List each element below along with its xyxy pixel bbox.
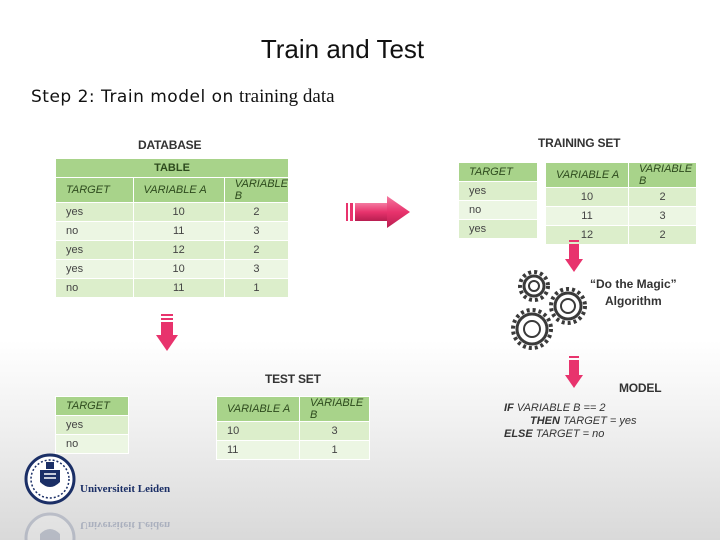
subtitle-step: Step 2: Train model on bbox=[31, 87, 234, 107]
arrow-down-icon bbox=[565, 240, 583, 272]
cell: no bbox=[55, 278, 134, 298]
table-row: no 11 3 bbox=[55, 221, 290, 241]
training-set-label: TRAINING SET bbox=[538, 136, 621, 150]
cell: no bbox=[55, 434, 129, 454]
cell: yes bbox=[55, 202, 134, 222]
table-row: yes 10 2 bbox=[55, 202, 290, 222]
training-target-table: TARGET yes no yes bbox=[458, 162, 538, 239]
database-table: TABLE TARGET VARIABLE A VARIABLE B yes 1… bbox=[55, 158, 290, 298]
cell: yes bbox=[55, 259, 134, 279]
table-row: 11 1 bbox=[216, 440, 370, 460]
cell: 3 bbox=[223, 259, 290, 279]
col-header: VARIABLE B bbox=[628, 162, 697, 188]
cell: 1 bbox=[299, 440, 370, 460]
test-target-table: TARGET yes no bbox=[55, 396, 129, 454]
arrow-right-icon bbox=[346, 196, 410, 228]
training-variables-table: VARIABLE A VARIABLE B 10 2 11 3 12 2 bbox=[545, 162, 697, 245]
cell: 2 bbox=[223, 240, 290, 260]
arrow-down-icon bbox=[565, 356, 583, 388]
col-header: VARIABLE B bbox=[299, 396, 370, 422]
cell: 10 bbox=[216, 421, 300, 441]
model-keyword: THEN bbox=[530, 415, 560, 427]
table-row: no 11 1 bbox=[55, 278, 290, 298]
algorithm-line1: “Do the Magic” bbox=[590, 277, 677, 291]
test-variables-table: VARIABLE A VARIABLE B 10 3 11 1 bbox=[216, 396, 370, 460]
cell: yes bbox=[55, 415, 129, 435]
col-header: VARIABLE A bbox=[545, 162, 629, 188]
slide-subtitle: Step 2: Train model on training data bbox=[31, 86, 335, 108]
university-name-reflection: Universiteit Leiden bbox=[80, 519, 171, 531]
cell: 12 bbox=[545, 225, 629, 245]
gears-icon bbox=[511, 270, 587, 350]
model-condition: VARIABLE B == 2 bbox=[516, 402, 606, 414]
cell: 3 bbox=[223, 221, 290, 241]
model-keyword: IF bbox=[504, 402, 514, 414]
cell: 11 bbox=[545, 206, 629, 226]
table-row: yes 12 2 bbox=[55, 240, 290, 260]
cell: 10 bbox=[545, 187, 629, 207]
table-row: 11 3 bbox=[545, 206, 697, 226]
university-name: Universiteit Leiden bbox=[80, 483, 171, 495]
cell: 10 bbox=[132, 259, 225, 279]
cell: 10 bbox=[132, 202, 225, 222]
slide-title: Train and Test bbox=[260, 34, 425, 64]
model-keyword: ELSE bbox=[504, 428, 533, 440]
algorithm-label: “Do the Magic” Algorithm bbox=[590, 276, 677, 310]
table-row: 10 2 bbox=[545, 187, 697, 207]
col-header: VARIABLE A bbox=[132, 177, 225, 203]
cell: 2 bbox=[223, 202, 290, 222]
algorithm-line2: Algorithm bbox=[605, 294, 662, 308]
cell: 12 bbox=[132, 240, 225, 260]
cell: yes bbox=[458, 219, 538, 239]
col-header: TARGET bbox=[55, 396, 129, 416]
university-seal-icon bbox=[24, 453, 76, 505]
cell: 11 bbox=[216, 440, 300, 460]
subtitle-emphasis: training data bbox=[239, 86, 335, 107]
col-header: VARIABLE A bbox=[216, 396, 300, 422]
cell: 11 bbox=[132, 278, 225, 298]
arrow-down-icon bbox=[156, 314, 178, 351]
table-row: yes 10 3 bbox=[55, 259, 290, 279]
database-table-title: TABLE bbox=[55, 158, 289, 178]
cell: 3 bbox=[628, 206, 697, 226]
cell: no bbox=[458, 200, 538, 220]
col-header: TARGET bbox=[55, 177, 134, 203]
model-label: MODEL bbox=[619, 381, 662, 395]
model-rule: IF VARIABLE B == 2 THEN TARGET = yes ELS… bbox=[504, 402, 636, 441]
cell: yes bbox=[55, 240, 134, 260]
col-header: VARIABLE B bbox=[223, 177, 290, 203]
database-label: DATABASE bbox=[138, 138, 202, 152]
cell: 2 bbox=[628, 225, 697, 245]
model-then: TARGET = yes bbox=[563, 415, 637, 427]
cell: 11 bbox=[132, 221, 225, 241]
col-header: TARGET bbox=[458, 162, 538, 182]
cell: yes bbox=[458, 181, 538, 201]
table-row: 10 3 bbox=[216, 421, 370, 441]
cell: 1 bbox=[223, 278, 290, 298]
cell: 2 bbox=[628, 187, 697, 207]
table-row: 12 2 bbox=[545, 225, 697, 245]
test-set-label: TEST SET bbox=[265, 372, 321, 386]
university-seal-reflection-icon bbox=[24, 512, 76, 540]
cell: no bbox=[55, 221, 134, 241]
cell: 3 bbox=[299, 421, 370, 441]
model-else: TARGET = no bbox=[535, 428, 605, 440]
